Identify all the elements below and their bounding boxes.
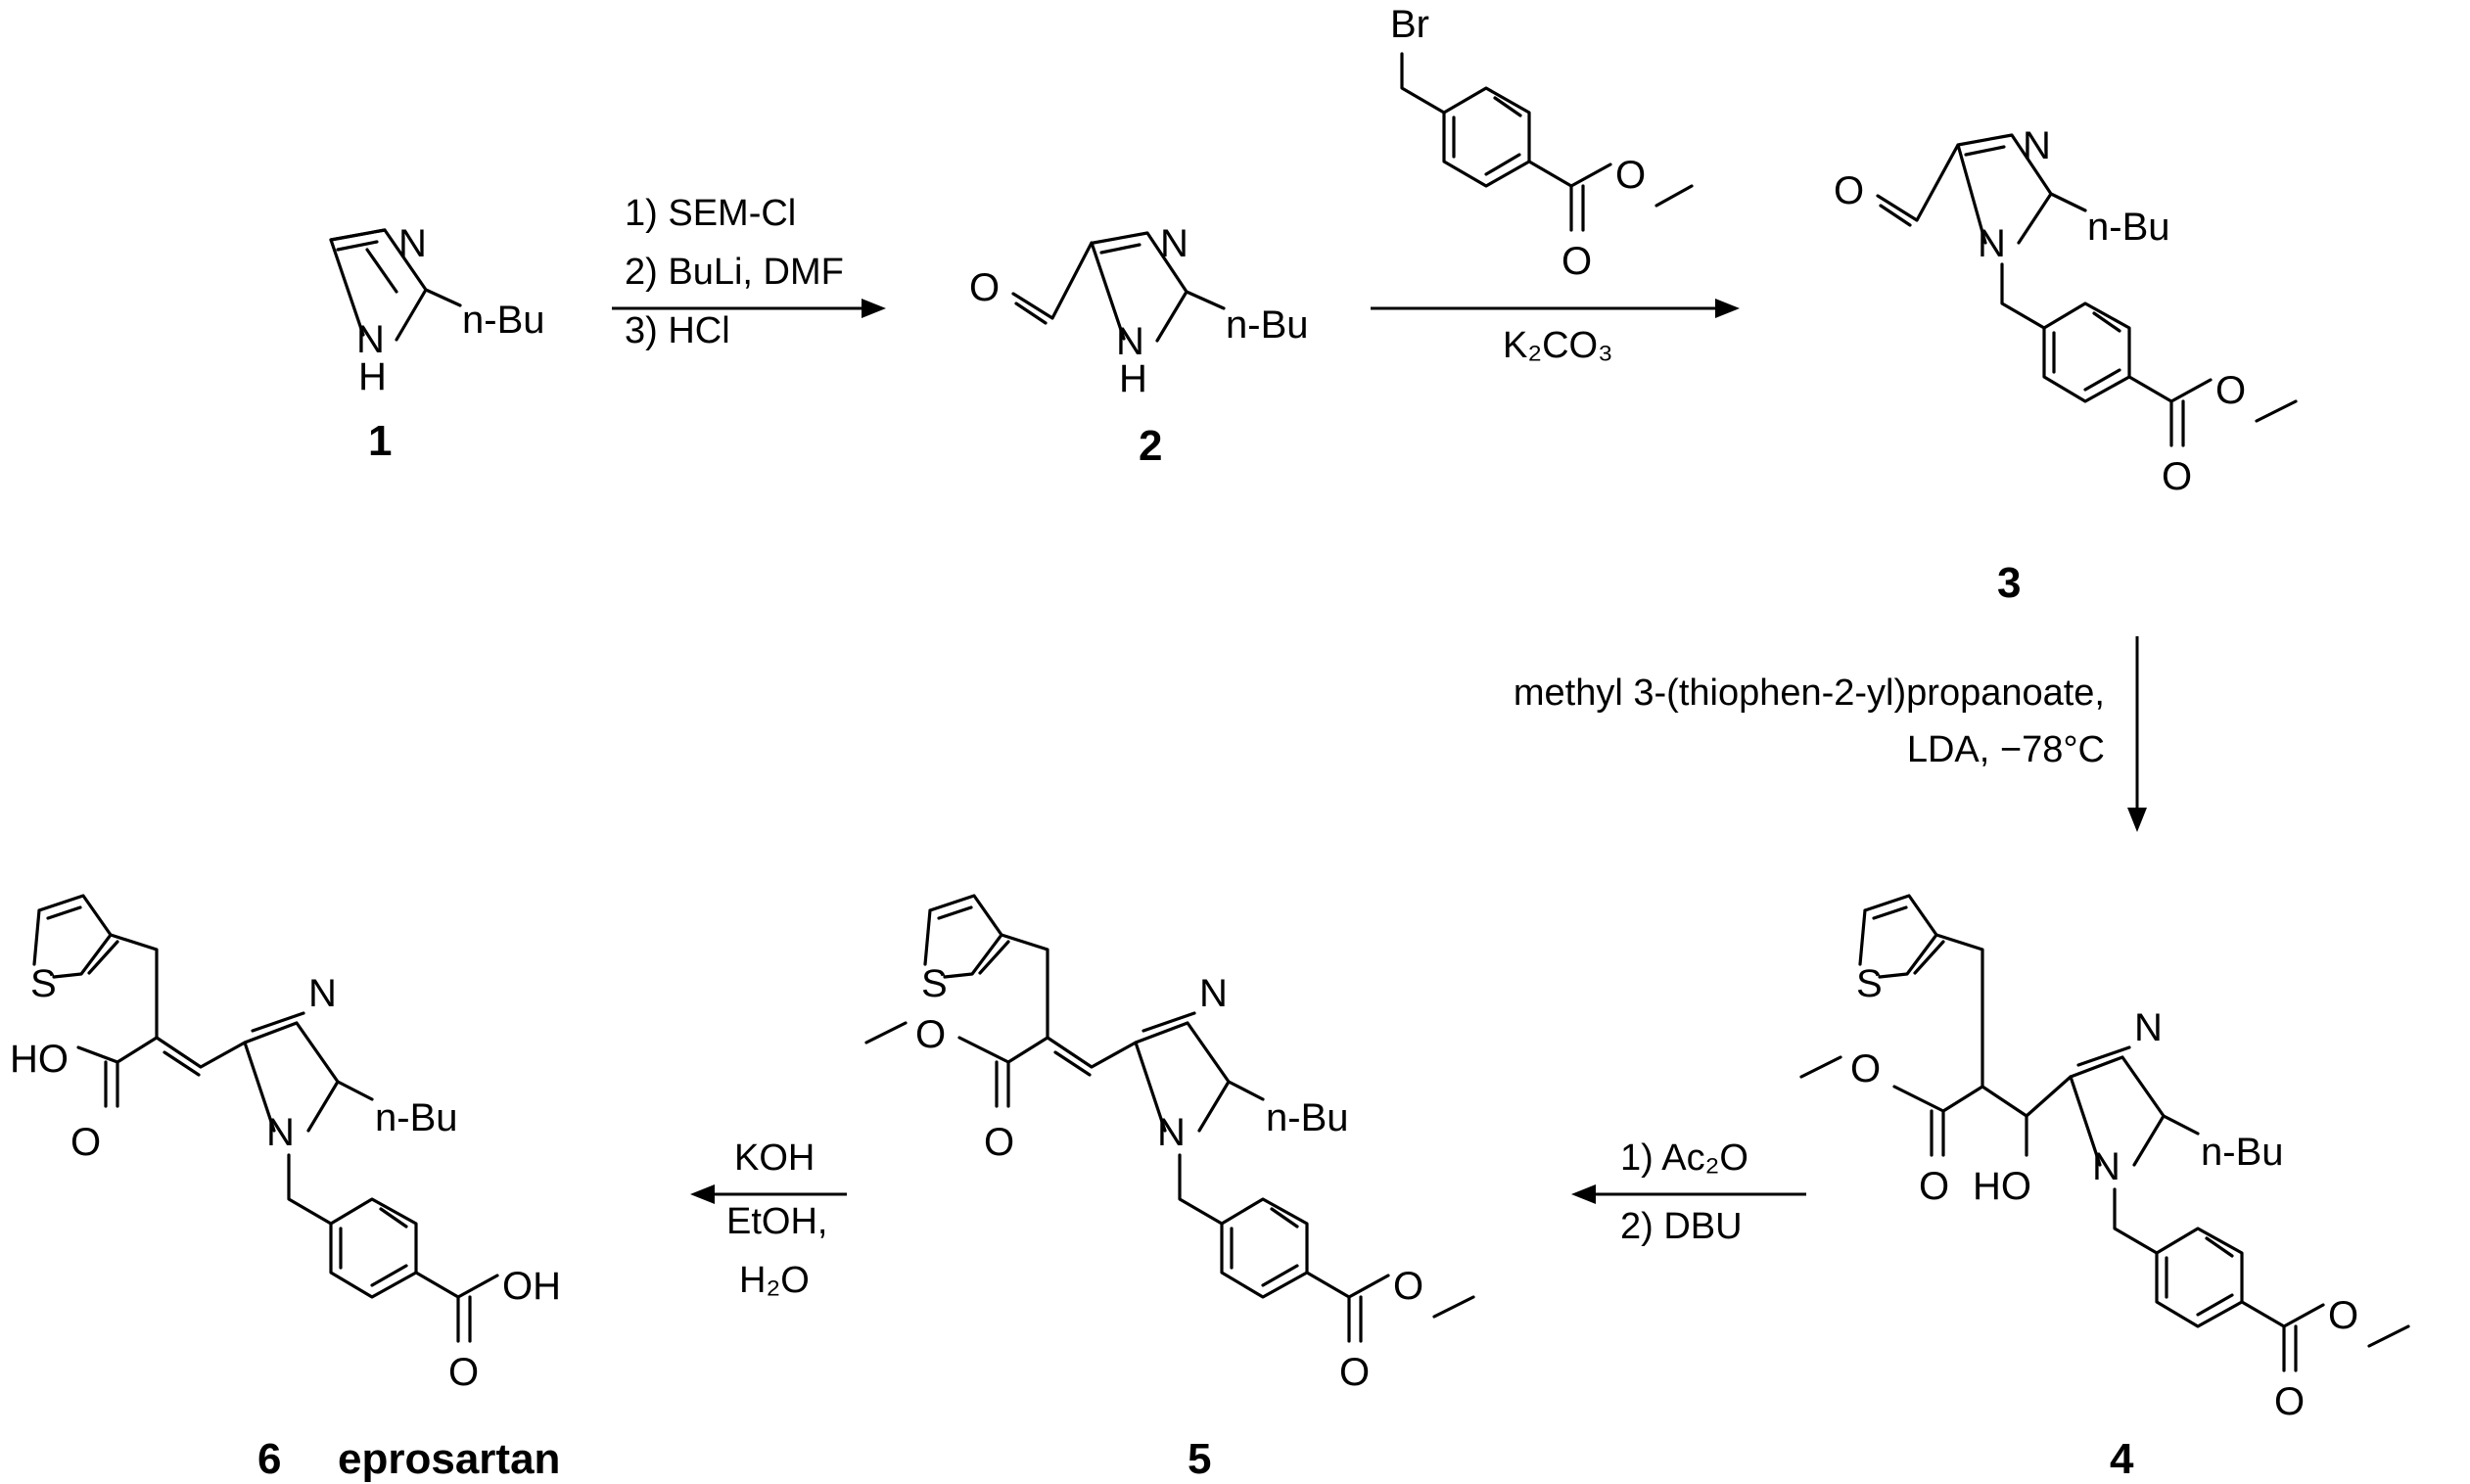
atom-o-ester: O	[1615, 154, 1646, 197]
step-5: KOH EtOH, H₂O	[690, 1137, 847, 1301]
compound-1: N N H n-Bu 1	[329, 222, 545, 465]
compound-number-5: 5	[1188, 1435, 1211, 1483]
compound-number-3: 3	[1997, 559, 2021, 607]
atom-o-carbonyl: O	[70, 1121, 101, 1164]
step-1-line-1: 1) SEM-Cl	[625, 193, 796, 234]
atom-h: H	[1119, 357, 1147, 400]
compound-3: O N N n-Bu O O 3	[1834, 124, 2298, 607]
step-3: methyl 3-(thiophen-2-yl)propanoate, LDA,…	[1514, 636, 2147, 832]
atom-br: Br	[1390, 3, 1429, 46]
compound-6: S HO O N N n-Bu OH O 6 eprosartan	[10, 894, 561, 1483]
atom-n1: N	[1978, 222, 2006, 265]
atom-o-ester: O	[915, 1013, 946, 1056]
atom-n: N	[398, 222, 427, 265]
atom-oh: OH	[502, 1265, 561, 1308]
compound-number-4: 4	[2110, 1435, 2134, 1483]
substituent-nbu: n-Bu	[462, 299, 545, 342]
atom-o-carbonyl-2: O	[1339, 1351, 1370, 1394]
step-1-line-2: 2) BuLi, DMF	[625, 252, 844, 293]
substituent-nbu: n-Bu	[2087, 206, 2170, 249]
substituent-nbu: n-Bu	[1226, 303, 1309, 347]
atom-o-ester-2: O	[2328, 1294, 2358, 1337]
step-5-line-1: KOH	[734, 1137, 815, 1179]
atom-n1: N	[266, 1111, 295, 1154]
atom-o-carbonyl: O	[2162, 455, 2192, 498]
step-4: 1) Ac₂O 2) DBU	[1571, 1137, 1806, 1247]
step-3-line-1: methyl 3-(thiophen-2-yl)propanoate,	[1514, 672, 2105, 714]
reagent-benzyl-bromide: Br O O	[1390, 3, 1694, 283]
atom-ho: HO	[1973, 1165, 2031, 1208]
atom-s: S	[30, 962, 57, 1005]
atom-o-carbonyl: O	[1919, 1165, 1949, 1208]
atom-nh: N	[1116, 320, 1144, 363]
step-2: K₂CO₃	[1371, 299, 1740, 366]
atom-h: H	[358, 355, 387, 398]
atom-o-ester: O	[1850, 1047, 1881, 1090]
atom-n1: N	[2092, 1145, 2120, 1188]
atom-o-carbonyl-2: O	[2274, 1380, 2305, 1423]
atom-ho: HO	[10, 1038, 69, 1081]
step-5-line-3: H₂O	[739, 1260, 810, 1301]
atom-o-aldehyde: O	[1834, 169, 1864, 212]
substituent-nbu: n-Bu	[1266, 1096, 1349, 1139]
atom-nh: N	[356, 318, 385, 361]
atom-o-carbonyl: O	[984, 1121, 1014, 1164]
step-1-line-3: 3) HCl	[625, 310, 730, 351]
compound-number-6: 6	[257, 1435, 281, 1483]
atom-o-ester-2: O	[1393, 1265, 1423, 1308]
atom-n: N	[2023, 124, 2051, 167]
step-3-line-2: LDA, −78°C	[1907, 729, 2105, 770]
compound-4: S O O HO N N n-Bu O O 4	[1799, 894, 2410, 1483]
compound-5: S O O N N n-Bu O O 5	[864, 894, 1475, 1483]
substituent-nbu: n-Bu	[2201, 1131, 2284, 1174]
atom-n1: N	[1157, 1111, 1186, 1154]
atom-n: N	[1160, 222, 1188, 265]
step-4-line-1: 1) Ac₂O	[1620, 1137, 1748, 1179]
atom-o-carbonyl-2: O	[448, 1351, 479, 1394]
atom-o-carbonyl: O	[1561, 240, 1592, 283]
compound-name-eprosartan: eprosartan	[338, 1435, 560, 1483]
atom-n: N	[1199, 972, 1228, 1015]
atom-n: N	[2134, 1006, 2163, 1049]
substituent-nbu: n-Bu	[375, 1096, 458, 1139]
atom-s: S	[1856, 962, 1883, 1005]
atom-o: O	[969, 266, 1000, 309]
compound-number-1: 1	[368, 417, 392, 465]
step-1: 1) SEM-Cl 2) BuLi, DMF 3) HCl	[612, 193, 886, 351]
atom-o-ester: O	[2215, 369, 2246, 412]
compound-number-2: 2	[1139, 422, 1162, 470]
atom-s: S	[921, 962, 948, 1005]
step-5-line-2: EtOH,	[726, 1201, 827, 1242]
step-2-below: K₂CO₃	[1503, 325, 1613, 366]
compound-2: O N N H n-Bu 2	[969, 222, 1309, 470]
step-4-line-2: 2) DBU	[1620, 1206, 1743, 1247]
atom-n: N	[308, 972, 337, 1015]
